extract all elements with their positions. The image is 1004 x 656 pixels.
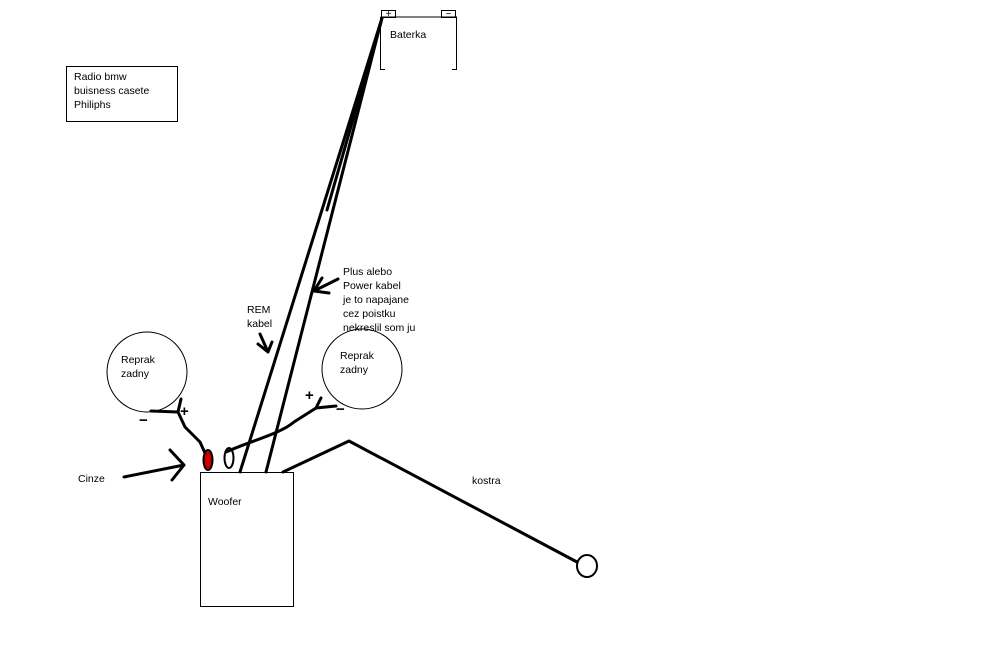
- rem-label-line-1: REM: [247, 304, 270, 316]
- cinze-label: Cinze: [78, 473, 105, 485]
- speaker-right-wires: [224, 396, 338, 454]
- speaker-left-label-line-1: Reprak: [121, 354, 156, 366]
- rem-label-line-2: kabel: [247, 318, 272, 330]
- speaker-right-plus-sign: +: [305, 387, 314, 404]
- woofer-label: Woofer: [208, 496, 242, 508]
- rem-arrow: [256, 332, 274, 354]
- cables: [238, 16, 384, 474]
- speaker-left-label-line-2: zadny: [121, 368, 150, 380]
- battery-label: Baterka: [390, 29, 426, 41]
- battery-minus-terminal: [441, 10, 456, 18]
- ground: kostra: [281, 439, 598, 578]
- kostra-label: kostra: [472, 475, 501, 487]
- speaker-left-plus-sign: +: [180, 403, 189, 420]
- cinze-arrow: [122, 448, 186, 482]
- radio-box: Radio bmw buisness casete Philiphs: [66, 66, 178, 122]
- power-arrow: [312, 276, 340, 295]
- speaker-left-minus-sign: −: [139, 412, 148, 429]
- radio-label-line-1: Radio bmw: [74, 71, 127, 83]
- ground-wire: [281, 439, 579, 564]
- speaker-right-minus-sign: −: [336, 401, 345, 418]
- speaker-right-circle: [321, 328, 403, 410]
- speaker-right-label-line-2: zadny: [340, 364, 369, 376]
- power-label-line-1: Plus alebo: [343, 266, 392, 278]
- power-label-line-4: cez poistku: [343, 308, 396, 320]
- battery-body: [380, 16, 457, 70]
- ground-terminal-icon: [576, 554, 598, 578]
- power-label-line-2: Power kabel: [343, 280, 401, 292]
- power-cable-overlap: [325, 20, 383, 212]
- radio-label-line-2: buisness casete: [74, 85, 149, 97]
- speaker-left-wires: [149, 397, 207, 455]
- rca-plug-white: [223, 447, 235, 469]
- power-cable: [264, 16, 384, 474]
- woofer-box: [200, 472, 294, 607]
- woofer: Woofer: [200, 472, 294, 607]
- battery: + − Baterka: [380, 9, 457, 70]
- rem-annotation: REM kabel: [247, 304, 274, 354]
- battery-minus-sign: −: [446, 9, 452, 20]
- power-label-line-3: je to napajane: [342, 294, 409, 306]
- battery-plus-terminal: [381, 10, 396, 18]
- speaker-left: Reprak zadny + −: [106, 331, 207, 455]
- power-annotation: Plus alebo Power kabel je to napajane ce…: [312, 266, 416, 334]
- speaker-right-label-line-1: Reprak: [340, 350, 375, 362]
- speaker-left-circle: [106, 331, 188, 413]
- speaker-right: Reprak zadny + −: [224, 328, 403, 454]
- battery-plus-sign: +: [386, 9, 392, 20]
- radio-label-line-3: Philiphs: [74, 99, 111, 111]
- rem-cable: [238, 16, 384, 474]
- power-label-line-5: nekreslil som ju: [343, 322, 416, 334]
- radio-box-frame: [66, 66, 178, 122]
- rca-plugs: Cinze: [78, 447, 235, 485]
- rca-plug-red: [202, 449, 214, 471]
